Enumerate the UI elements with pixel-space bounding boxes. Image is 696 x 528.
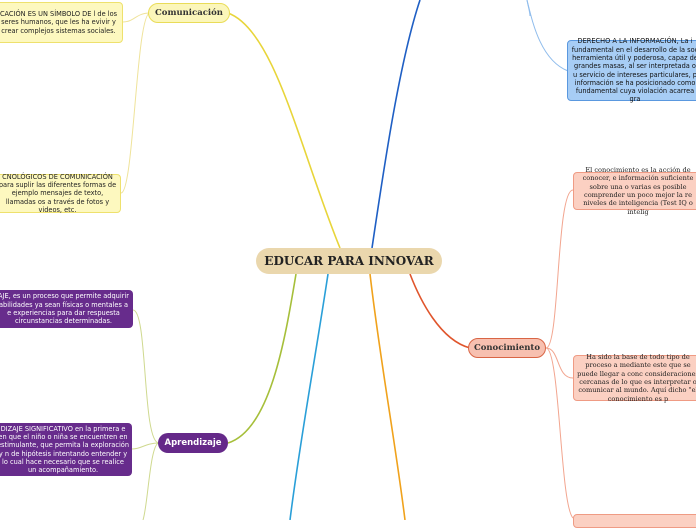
link-con-2 [545, 347, 574, 379]
link-con-3 [545, 347, 574, 519]
note-conocimiento-accion[interactable]: El conocimiento es la acción de conocer,… [573, 166, 696, 216]
topic-aprendizaje[interactable]: Aprendizaje [158, 433, 228, 453]
topic-conocimiento[interactable]: Conocimiento [468, 338, 546, 358]
branch-conocimiento [409, 273, 471, 349]
link-info-2 [526, 0, 531, 17]
note-conocimiento-base[interactable]: Ha sido la base de todo tipo de proceso … [573, 353, 696, 403]
note-comunicacion-simbolo[interactable]: CACIÓN ES UN SÍMBOLO DE l de los seres h… [0, 2, 123, 43]
link-com-2 [120, 12, 151, 194]
link-apr-1 [132, 309, 160, 444]
branch-blue [371, 0, 421, 249]
note-aprendizaje-proceso[interactable]: AJE, es un proceso que permite adquirir … [0, 290, 133, 328]
link-apr-2 [131, 442, 160, 450]
branch-comunicacion [227, 12, 341, 249]
central-topic[interactable]: EDUCAR PARA INNOVAR [256, 248, 442, 274]
link-con-1 [545, 189, 574, 349]
note-derecho-informacion[interactable]: DERECHO A LA INFORMACIÓN, La i fundament… [567, 37, 696, 103]
link-com-1 [122, 12, 151, 23]
branch-cyan [289, 273, 329, 520]
note-aprendizaje-significativo[interactable]: DIZAJE SIGNIFICATIVO en la primera e en … [0, 423, 132, 476]
link-apr-3 [142, 442, 160, 520]
note-comunicacion-tecnologicos[interactable]: CNOLÓGICOS DE COMUNICACIÓN para suplir l… [0, 173, 121, 214]
branch-aprendizaje [227, 273, 297, 444]
link-info-1 [526, 0, 569, 72]
topic-comunicacion[interactable]: Comunicación [148, 3, 230, 23]
note-conocimiento-partial[interactable] [573, 514, 696, 528]
branch-orange [369, 273, 406, 520]
